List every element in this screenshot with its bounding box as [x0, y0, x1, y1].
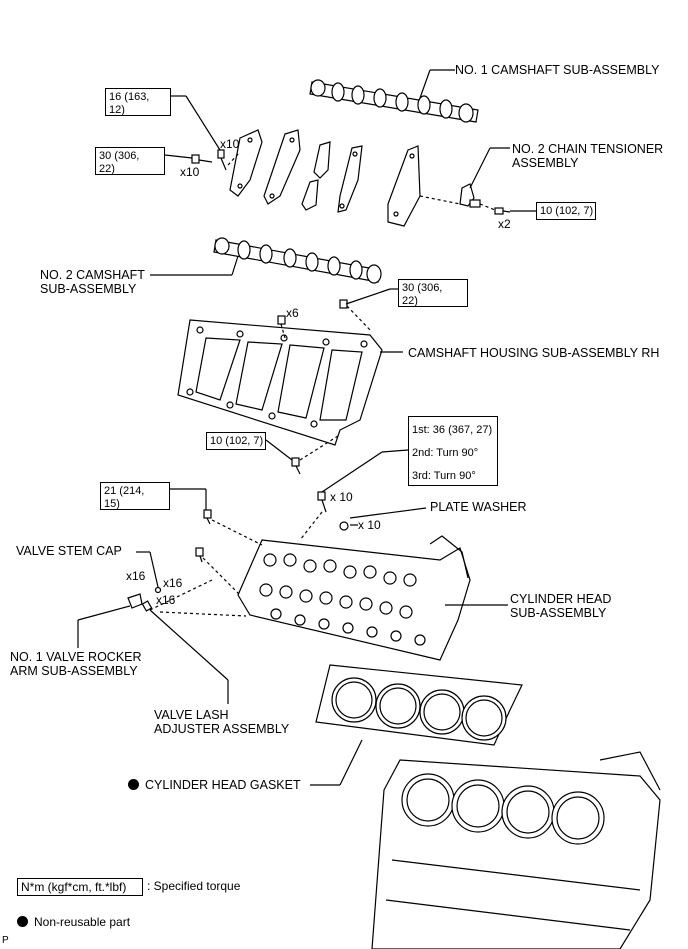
label-head-gasket: CYLINDER HEAD GASKET	[128, 778, 301, 792]
camshaft-2-drawing	[150, 237, 382, 284]
qty-x16-rocker: x16	[126, 569, 146, 583]
label-valve-stem-cap: VALVE STEM CAP	[16, 544, 122, 558]
head-bolts-drawing	[299, 449, 427, 541]
torque-box-1: 16 (163, 12)	[105, 88, 171, 116]
qty-x10-head-bolts: x 10	[330, 490, 353, 504]
label-lash-adjuster: VALVE LASH ADJUSTER ASSEMBLY	[154, 708, 290, 736]
torque-box-3: 10 (102, 7)	[536, 202, 596, 220]
corner-mark: P	[2, 935, 9, 946]
torque-step-1: 1st: 36 (367, 27)	[412, 424, 493, 436]
cylinder-head-drawing	[237, 535, 508, 661]
label-camshaft-housing: CAMSHAFT HOUSING SUB-ASSEMBLY RH	[408, 346, 660, 360]
label-rocker-arm: NO. 1 VALVE ROCKER ARM SUB-ASSEMBLY	[10, 650, 142, 678]
chain-tensioner-drawing	[419, 147, 536, 215]
qty-x6: x6	[286, 306, 299, 320]
torque-step-3: 3rd: Turn 90°	[412, 470, 476, 482]
label-no2-camshaft: NO. 2 CAMSHAFT SUB-ASSEMBLY	[40, 268, 145, 296]
legend-nonreusable-text: Non-reusable part	[34, 915, 131, 929]
torque-box-5: 10 (102, 7)	[206, 432, 266, 450]
label-chain-tensioner: NO. 2 CHAIN TENSIONER ASSEMBLY	[512, 142, 664, 170]
qty-x10-side-bolts: x10	[180, 165, 200, 179]
torque-step-2: 2nd: Turn 90°	[412, 447, 479, 459]
legend-torque-unit-box: N*m (kgf*cm, ft.*lbf)	[17, 878, 143, 896]
head-gasket-drawing	[310, 664, 523, 786]
nonreusable-dot-icon	[128, 779, 139, 790]
rocker-drawing	[77, 551, 247, 704]
torque-box-7: 21 (214, 15)	[100, 482, 170, 510]
cap-bolts	[191, 149, 227, 171]
label-plate-washer: PLATE WASHER	[430, 500, 527, 514]
cylinder-block-drawing	[371, 751, 661, 949]
torque-box-2: 30 (306, 22)	[95, 147, 165, 175]
legend-torque-desc: : Specified torque	[147, 879, 241, 893]
torque-box-6: 1st: 36 (367, 27) 2nd: Turn 90° 3rd: Tur…	[408, 416, 498, 486]
qty-x16-stem-cap: x16	[163, 576, 183, 590]
qty-x2: x2	[498, 217, 511, 231]
qty-x10-cap-bolts: x10	[220, 137, 240, 151]
legend-nonreusable-dot-icon	[17, 916, 28, 927]
torque-box-4: 30 (306, 22)	[398, 279, 468, 307]
head-side-bolts	[170, 488, 263, 596]
legend-nonreusable: Non-reusable part	[17, 915, 130, 929]
qty-x10-plate-washer: x 10	[358, 518, 381, 532]
qty-x16-lash-adjuster: x16	[156, 593, 176, 607]
camshaft-bearing-caps	[229, 129, 421, 227]
camshaft-housing-drawing	[177, 288, 403, 475]
label-cylinder-head: CYLINDER HEAD SUB-ASSEMBLY	[510, 592, 612, 620]
label-head-gasket-text: CYLINDER HEAD GASKET	[145, 778, 301, 792]
leader-lines-top	[164, 95, 241, 166]
camshaft-1-drawing	[309, 69, 479, 123]
label-no1-camshaft: NO. 1 CAMSHAFT SUB-ASSEMBLY	[455, 63, 660, 77]
